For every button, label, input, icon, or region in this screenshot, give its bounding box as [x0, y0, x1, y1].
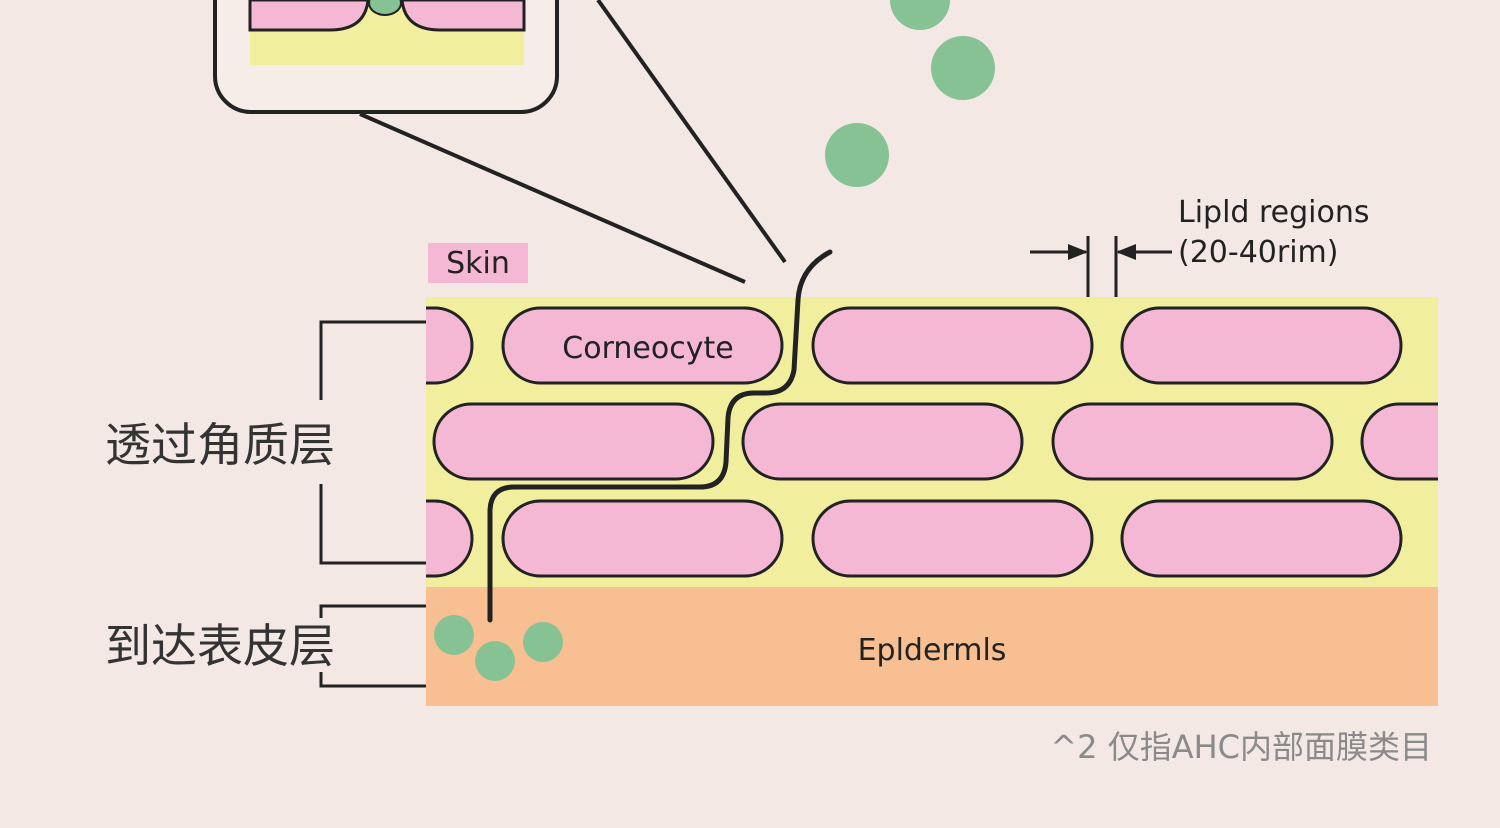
zoom-line-right	[596, 0, 787, 264]
corneocyte-cell	[1120, 306, 1403, 385]
footnote: ^2 仅指AHC内部面膜类目	[1050, 728, 1432, 766]
lipid-regions-label-line1: Lipld regions	[1178, 195, 1370, 230]
corneocyte-cell	[1120, 499, 1403, 578]
inset-cell-left	[248, 0, 370, 32]
falling-particles	[825, 0, 995, 187]
corneocyte-cell	[501, 306, 784, 385]
bracket-epidermis	[319, 604, 426, 688]
lipid-region-annotation: Lipld regions (20-40rim)	[1030, 195, 1370, 350]
corneocyte-cell	[811, 306, 1094, 385]
bracket-stratum-corneum	[319, 320, 426, 565]
particle	[825, 123, 889, 187]
corneocyte-label: Corneocyte	[562, 331, 733, 366]
arrow-left-icon	[1116, 244, 1136, 260]
inset-particle	[368, 0, 402, 16]
epidermis-layer	[426, 587, 1438, 706]
inset-cell-right	[400, 0, 526, 32]
epidermis-label: Epldermls	[858, 633, 1007, 668]
corneocyte-cell	[501, 499, 784, 578]
absorbed-particles	[434, 615, 563, 681]
particle	[475, 641, 515, 681]
corneocyte-grid	[426, 306, 1438, 578]
penetration-path	[487, 249, 833, 623]
particle	[434, 615, 474, 655]
through-stratum-corneum-label: 透过角质层	[105, 418, 335, 472]
corneocyte-cell	[1360, 402, 1438, 481]
particle	[890, 0, 950, 30]
arrow-right-icon	[1068, 244, 1088, 260]
skin-label: Skin	[446, 246, 510, 281]
zoom-inset	[213, 0, 559, 114]
skin-label-bg	[428, 243, 528, 283]
zoom-line-left	[359, 112, 746, 284]
corneocyte-cell	[741, 402, 1024, 481]
particle	[931, 36, 995, 100]
lipid-regions-label-line2: (20-40rim)	[1178, 235, 1338, 270]
reach-epidermis-label: 到达表皮层	[105, 619, 335, 673]
corneocyte-cell	[1051, 402, 1334, 481]
particle	[523, 622, 563, 662]
corneocyte-cell	[426, 306, 474, 385]
corneocyte-cell	[426, 499, 474, 578]
corneocyte-cell	[811, 499, 1094, 578]
corneocyte-cell	[432, 402, 715, 481]
